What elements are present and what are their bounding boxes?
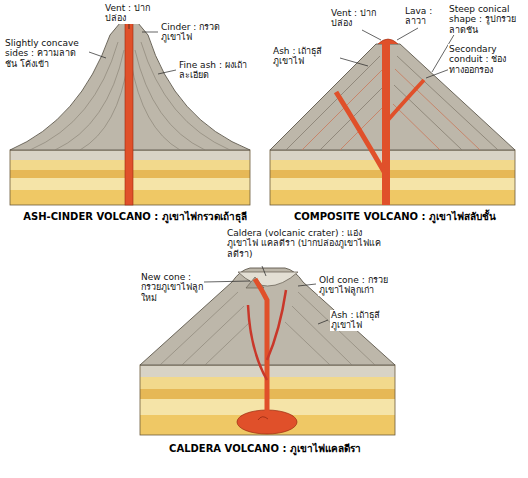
ground-layers	[270, 150, 515, 205]
composite-cone	[302, 69, 383, 150]
caldera-cone	[258, 417, 268, 420]
ground-layers	[270, 150, 515, 205]
caldera-cone	[238, 272, 298, 286]
ground-layers	[270, 170, 515, 178]
leader-line	[204, 266, 328, 324]
ground-layers	[270, 150, 515, 160]
part-label: Vent : ปากปล่อง	[330, 8, 382, 29]
part-label: Steep conical shape : รูปกรวยลาดชัน	[448, 4, 524, 35]
caldera-cone	[237, 410, 297, 434]
caldera-cone	[267, 290, 286, 360]
leader-line	[158, 70, 176, 74]
part-label: Ash : เถ้าธุลีภูเขาไฟ	[330, 310, 398, 331]
composite-cone	[382, 42, 390, 205]
part-label: Secondary conduit : ช่องทางออกรอง	[448, 44, 524, 75]
part-label: Caldera (volcanic crater) : แอ่งภูเขาไฟ …	[226, 228, 390, 259]
caldera-cone	[285, 322, 330, 365]
part-label: New cone : กรวยภูเขาไฟลูกใหม่	[140, 272, 204, 303]
leader-line	[262, 266, 266, 276]
leader-line	[318, 320, 328, 324]
caldera-cone	[248, 305, 267, 380]
leader-line	[397, 28, 418, 40]
leader-line	[298, 284, 316, 286]
part-label: Slightly concave sides : ความลาดชัน โค้ง…	[4, 38, 88, 69]
composite-cone	[394, 85, 462, 150]
figure-caption: COMPOSITE VOLCANO : ภูเขาไฟสลับชั้น	[266, 211, 524, 223]
ground-layers	[270, 160, 515, 170]
cinder-cone	[131, 62, 180, 150]
figure-caption: ASH-CINDER VOLCANO : ภูเขาไฟกรวดเถ้าธุลี	[4, 211, 266, 223]
leader-line	[340, 58, 368, 66]
leader-line	[142, 32, 158, 33]
part-label: Lava : ลาวา	[404, 6, 444, 27]
composite-cone	[388, 80, 424, 120]
part-label: Ash : เถ้าธุลีภูเขาไฟ	[272, 46, 338, 67]
leader-line	[129, 24, 130, 29]
part-label: Cinder : กรวดภูเขาไฟ	[160, 22, 224, 43]
caldera-cone	[255, 279, 267, 412]
cinder-cone	[80, 62, 128, 150]
cinder-cone	[125, 22, 133, 205]
caldera-cone	[182, 306, 244, 365]
caldera-cone	[205, 322, 250, 365]
leader-line	[204, 281, 250, 282]
leader-line	[89, 52, 106, 58]
cinder-cone	[141, 42, 230, 150]
composite-cone	[395, 69, 480, 150]
part-label: Old cone : กรวยภูเขาไฟลูกเก่า	[318, 275, 398, 296]
composite-cone	[393, 104, 440, 150]
composite-cone	[336, 92, 386, 175]
ground-layers	[270, 178, 515, 190]
ground-layers	[270, 190, 515, 205]
leader-line	[340, 28, 458, 78]
leader-line	[362, 30, 381, 40]
part-label: Fine ash : ผงเถ้าละเอียด	[178, 60, 256, 81]
part-label: Vent : ปากปล่อง	[104, 3, 156, 24]
figure-caption: CALDERA VOLCANO : ภูเขาไฟแคลดีรา	[100, 443, 430, 455]
